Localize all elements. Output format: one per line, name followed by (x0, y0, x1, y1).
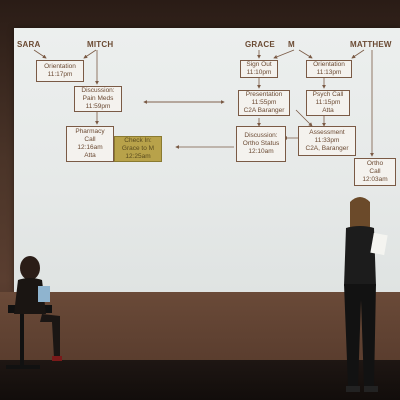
column-m: M (288, 40, 295, 49)
box-discussion-ortho: Discussion: Ortho Status 12:10am (236, 126, 286, 162)
stage-front (0, 292, 400, 362)
box-orientation-right: Orientation 11:13pm (306, 60, 352, 78)
stage-floor (0, 360, 400, 400)
column-mitch: MITCH (87, 40, 114, 49)
box-pharmacy-call: Pharmacy Call 12:16am Atta (66, 126, 114, 162)
column-matthew: MATTHEW (350, 40, 392, 49)
box-psych-call: Psych Call 11:15pm Atta (306, 90, 350, 116)
box-assessment: Assessment 11:33pm C2A, Baranger (298, 126, 356, 156)
box-ortho-call: Ortho Call 12:03am (354, 158, 396, 186)
column-grace: GRACE (245, 40, 275, 49)
seated-performer (6, 256, 62, 369)
projection-screen: SARA MITCH GRACE M MATTHEW (14, 28, 400, 292)
column-sara: SARA (17, 40, 41, 49)
box-orientation-left: Orientation 11:17pm (36, 60, 84, 82)
box-check-in: Check In: Grace to M 12:25am (114, 136, 162, 162)
box-discussion-pain-meds: Discussion: Pain Meds 11:59pm (74, 86, 122, 112)
standing-performer (344, 197, 388, 392)
box-presentation: Presentation 11:55pm C2A Baranger (238, 90, 290, 116)
box-sign-out: Sign Out 11:10pm (240, 60, 278, 78)
